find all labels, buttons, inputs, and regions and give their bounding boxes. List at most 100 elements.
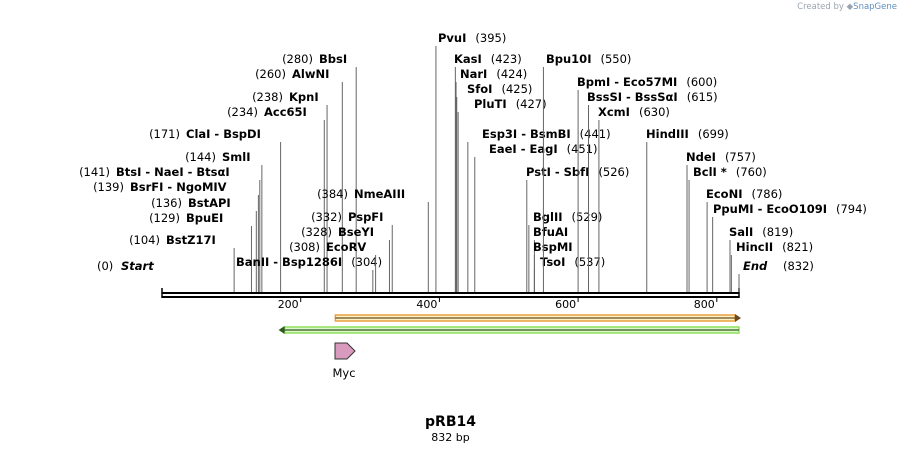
restriction-sites: (104)BstZ17I(129)BpuEI(136)BstAPI(139)Bs… bbox=[79, 31, 867, 292]
site-name: PstI - SbfI bbox=[526, 165, 589, 179]
plasmid-length: 832 bp bbox=[431, 431, 470, 444]
site-position: (139) bbox=[93, 180, 124, 194]
site-pspfi: (332)PspFI bbox=[311, 210, 393, 292]
site-acc65i: (234)Acc65I bbox=[227, 105, 325, 292]
site-ndei: NdeI(757) bbox=[686, 150, 756, 292]
site-position: (760) bbox=[736, 165, 767, 179]
site-bbsi: (280) BbsI bbox=[282, 52, 357, 292]
site-smli: (144) SmlI bbox=[185, 150, 263, 292]
site-sfoi: SfoI (425) bbox=[456, 82, 532, 292]
site-name: PluTI bbox=[474, 97, 507, 111]
site-name: BstAPI bbox=[188, 196, 231, 210]
site-esp3i-bsmbi: Esp3I - BsmBI(441) bbox=[467, 127, 611, 292]
site-position: (794) bbox=[836, 202, 867, 216]
site-tsoi: TsoI (537) bbox=[533, 255, 605, 292]
site-bglii: BglII (529) bbox=[528, 210, 603, 292]
site-position: (280) bbox=[282, 52, 313, 66]
site-alwni: (260)AlwNI bbox=[255, 67, 343, 292]
site-position: (423) bbox=[491, 52, 522, 66]
site-position: (260) bbox=[255, 67, 286, 81]
credit-prefix: Created by bbox=[797, 2, 847, 12]
site-bpuei: (129) BpuEI bbox=[149, 211, 252, 292]
start-position: (0) bbox=[97, 259, 113, 273]
site-econi: EcoNI(786) bbox=[706, 187, 782, 292]
site-name: BspMI bbox=[533, 240, 573, 254]
site-name: BpuEI bbox=[186, 211, 223, 225]
site-clai-bspdi: (171) ClaI - BspDI bbox=[149, 127, 282, 292]
site-name: EcoNI bbox=[706, 187, 742, 201]
site-name: PpuMI - EcoO109I bbox=[713, 202, 827, 216]
site-bpmi-eco57mi: BpmI - Eco57MI(600) bbox=[577, 75, 717, 292]
site-ppumi-ecoo109i: PpuMI - EcoO109I (794) bbox=[712, 202, 867, 292]
site-name: BclI * bbox=[693, 165, 727, 179]
site-position: (425) bbox=[501, 82, 532, 96]
site-name: EcoRV bbox=[326, 240, 366, 254]
site-position: (384) bbox=[317, 187, 348, 201]
site-name: HindIII bbox=[646, 127, 689, 141]
axis-tick-label: 800 bbox=[694, 298, 715, 311]
site-position: (821) bbox=[782, 240, 813, 254]
site-bcli: BclI * (760) bbox=[688, 165, 767, 292]
site-name: BsrFI - NgoMIV bbox=[130, 180, 227, 194]
site-position: (395) bbox=[475, 31, 506, 45]
axis-tick-label: 600 bbox=[555, 298, 576, 311]
site-hindiii: HindIII (699) bbox=[646, 127, 729, 292]
site-name: Bpu10I bbox=[546, 52, 591, 66]
site-psti-sbfi: PstI - SbfI (526) bbox=[526, 165, 629, 292]
site-position: (529) bbox=[572, 210, 603, 224]
site-position: (451) bbox=[567, 142, 598, 156]
site-position: (171) bbox=[149, 127, 180, 141]
site-bpu10i: Bpu10I(550) bbox=[542, 52, 631, 292]
site-position: (129) bbox=[149, 211, 180, 225]
site-name: KpnI bbox=[289, 90, 319, 104]
site-kpni: (238) KpnI bbox=[252, 90, 328, 292]
site-position: (144) bbox=[185, 150, 216, 164]
start-label: Start bbox=[121, 259, 154, 273]
site-nmeaiii: (384) NmeAIII bbox=[317, 187, 429, 292]
site-position: (757) bbox=[725, 150, 756, 164]
site-name: EaeI - EagI bbox=[489, 142, 558, 156]
site-name: BanII - Bsp1286I bbox=[236, 255, 342, 269]
site-position: (328) bbox=[301, 225, 332, 239]
site-name: NmeAIII bbox=[354, 187, 405, 201]
site-name: NarI bbox=[460, 67, 487, 81]
site-name: ClaI - BspDI bbox=[186, 127, 261, 141]
site-name: TsoI bbox=[540, 255, 565, 269]
green-feature-arrow bbox=[278, 326, 285, 334]
site-position: (630) bbox=[639, 105, 670, 119]
site-name: HincII bbox=[736, 240, 773, 254]
snapgene-credit: Created by ◆SnapGene bbox=[797, 2, 897, 12]
site-eaei-eagi: EaeI - EagI (451) bbox=[474, 142, 598, 292]
site-position: (537) bbox=[574, 255, 605, 269]
site-name: SfoI bbox=[467, 82, 492, 96]
axis-tick-label: 200 bbox=[278, 298, 299, 311]
site-name: BglII bbox=[533, 210, 563, 224]
site-ecorv: (308) EcoRV bbox=[289, 240, 377, 292]
site-position: (699) bbox=[698, 127, 729, 141]
site-position: (441) bbox=[580, 127, 611, 141]
site-position: (141) bbox=[79, 165, 110, 179]
site-position: (308) bbox=[289, 240, 320, 254]
site-name: BstZ17I bbox=[166, 233, 216, 247]
site-name: Acc65I bbox=[264, 105, 307, 119]
axis-tick-label: 400 bbox=[416, 298, 437, 311]
site-position: (304) bbox=[351, 255, 382, 269]
site-name: SmlI bbox=[222, 150, 251, 164]
site-name: PvuI bbox=[438, 31, 466, 45]
site-banii-bsp1286i: BanII - Bsp1286I (304) bbox=[236, 255, 382, 292]
site-pluti: PluTI (427) bbox=[457, 97, 547, 292]
site-bsrfi-ngomiv: (139) BsrFI - NgoMIV bbox=[93, 180, 259, 292]
site-position: (526) bbox=[598, 165, 629, 179]
site-position: (615) bbox=[687, 90, 718, 104]
site-position: (238) bbox=[252, 90, 283, 104]
site-name: XcmI bbox=[598, 105, 630, 119]
site-position: (427) bbox=[516, 97, 547, 111]
site-name: BssSI - BssSαI bbox=[587, 90, 678, 104]
site-position: (424) bbox=[496, 67, 527, 81]
site-name: BfuAI bbox=[533, 225, 568, 239]
site-name: KasI bbox=[454, 52, 482, 66]
site-name: BbsI bbox=[319, 52, 347, 66]
site-position: (104) bbox=[129, 233, 160, 247]
site-name: BtsI - NaeI - BtsαI bbox=[116, 165, 230, 179]
